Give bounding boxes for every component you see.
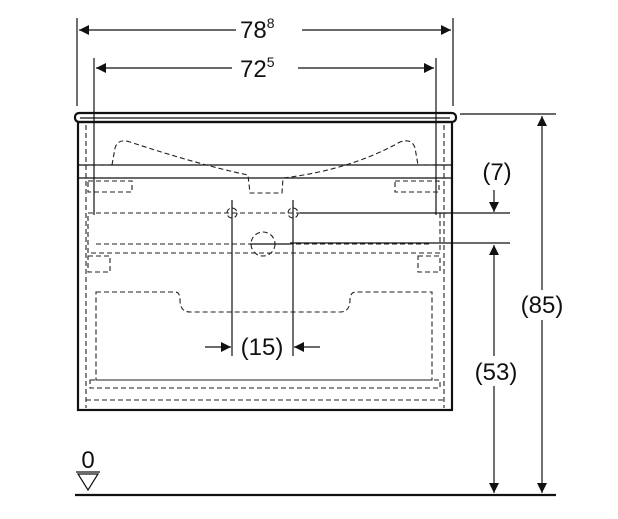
overall-width-value: 78	[240, 17, 267, 44]
level-triangle-icon	[76, 473, 100, 492]
ground-level: 0	[75, 447, 556, 497]
drain-height-value: (53)	[475, 359, 518, 386]
ground-level-value: 0	[81, 447, 94, 474]
svg-text:788: 788	[240, 15, 275, 44]
inner-width-dimension: 725	[93, 52, 437, 215]
height-dimensions: (7) (53) (85)	[290, 113, 572, 493]
top-offset-value: (7)	[482, 159, 511, 186]
svg-text:725: 725	[240, 54, 275, 83]
inner-width-value: 72	[240, 56, 267, 83]
overall-width-dimension: 788	[76, 14, 454, 106]
vanity-cabinet	[73, 111, 458, 412]
hole-spacing-value: (15)	[241, 334, 284, 361]
overall-width-sup: 8	[267, 15, 275, 31]
inner-width-sup: 5	[267, 54, 275, 70]
hole-spacing-dimension: (15)	[205, 200, 320, 361]
overall-height-value: (85)	[521, 292, 564, 319]
